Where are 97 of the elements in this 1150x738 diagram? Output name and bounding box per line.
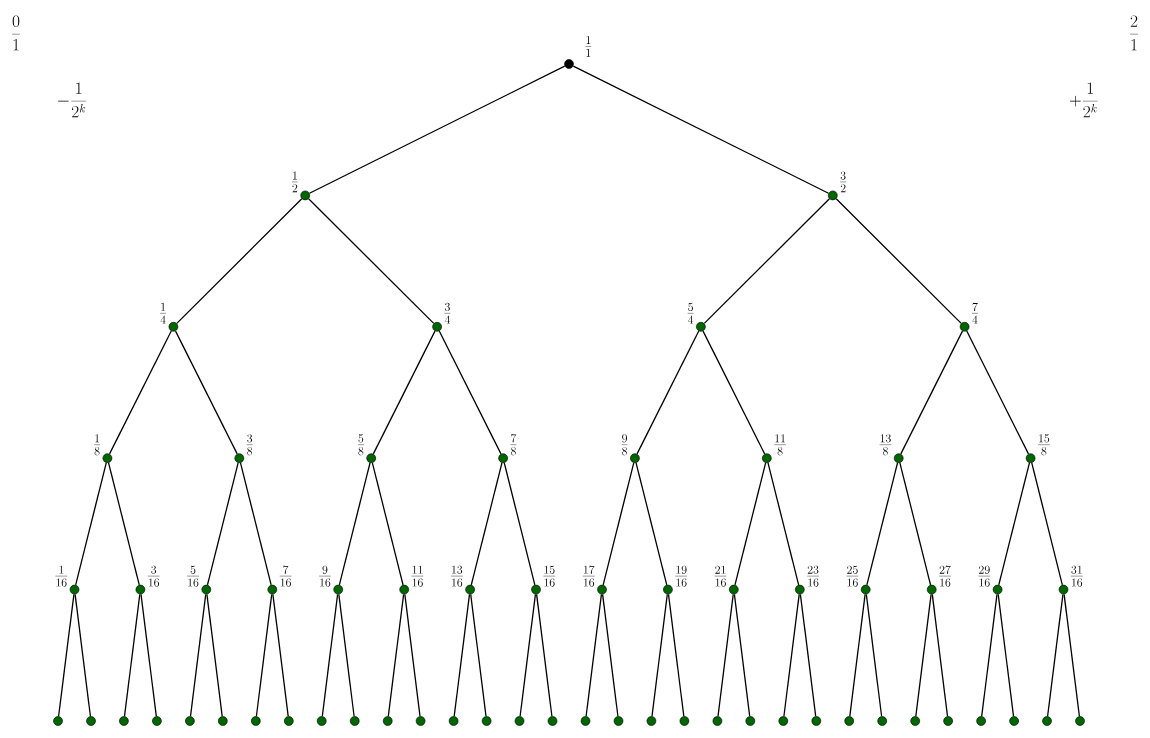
tree-edge <box>75 462 107 586</box>
fraction-label: $\frac{11}{8}$ <box>774 434 786 456</box>
tree-edge <box>1063 593 1081 717</box>
tree-edge <box>849 593 866 717</box>
tree-edge <box>702 330 766 455</box>
corner-fraction: $\frac{0}{1}$ <box>12 15 20 51</box>
tree-edge <box>503 462 536 586</box>
tree-edge <box>572 65 830 194</box>
corner-fraction: $-\frac{1}{2^k}$ <box>58 82 87 118</box>
fraction-label: $\frac{25}{16}$ <box>846 565 859 587</box>
tree-edge <box>636 330 700 455</box>
tree-edge <box>57 593 75 717</box>
tree-edge <box>931 593 949 717</box>
tree-edge <box>767 462 800 586</box>
fraction-label: $\frac{3}{4}$ <box>444 302 451 324</box>
fraction-label: $\frac{1}{16}$ <box>55 565 68 587</box>
fraction-label: $\frac{15}{8}$ <box>1038 434 1050 456</box>
fraction-label: $\frac{1}{8}$ <box>94 434 100 456</box>
tree-edge <box>865 593 883 717</box>
tree-edge <box>966 330 1030 455</box>
fraction-label: $\frac{3}{8}$ <box>246 434 253 456</box>
fraction-label: $\frac{31}{16}$ <box>1070 565 1083 587</box>
tree-edge <box>915 593 932 717</box>
tree-edge <box>107 462 140 586</box>
tree-edge <box>799 593 817 717</box>
fraction-label: $\frac{11}{16}$ <box>411 565 424 587</box>
tree-edge <box>174 330 238 455</box>
tree-edge <box>1031 462 1063 586</box>
fraction-label: $\frac{13}{16}$ <box>450 565 463 587</box>
tree-edge <box>635 462 668 586</box>
tree-edge <box>866 462 899 586</box>
fraction-label: $\frac{17}{16}$ <box>582 565 595 587</box>
tree-edge <box>438 330 502 455</box>
tree-edge <box>997 593 1015 717</box>
tree-edge <box>900 330 964 455</box>
tree-edge <box>123 593 141 717</box>
tree-edge <box>783 593 800 717</box>
fraction-label: $\frac{5}{8}$ <box>357 434 364 456</box>
fraction-label: $\frac{23}{16}$ <box>807 565 819 587</box>
corner-fraction: $+\frac{1}{2^k}$ <box>1069 82 1098 118</box>
tree-edge <box>1046 593 1064 717</box>
tree-edge <box>338 462 371 586</box>
tree-edge <box>404 593 421 717</box>
tree-edge <box>239 462 272 586</box>
tree-edge <box>602 462 635 586</box>
tree-edge <box>470 593 487 717</box>
fraction-label: $\frac{7}{8}$ <box>510 434 517 456</box>
tree-edge <box>176 198 303 325</box>
tree-edge <box>717 593 734 717</box>
tree-edge <box>206 462 239 586</box>
tree-edge <box>272 593 289 717</box>
tree-edge <box>255 593 273 717</box>
tree-edge <box>667 593 685 717</box>
tree-edge <box>470 462 503 586</box>
tree-edge <box>519 593 537 717</box>
fraction-label: $\frac{13}{8}$ <box>879 434 892 456</box>
fraction-label: $\frac{29}{16}$ <box>978 565 991 587</box>
tree-edge <box>981 593 998 717</box>
fraction-label: $\frac{1}{4}$ <box>160 302 166 324</box>
tree-edge <box>387 593 405 717</box>
fraction-label: $\frac{7}{16}$ <box>279 565 292 587</box>
corner-fraction: $\frac{2}{1}$ <box>1130 15 1138 51</box>
tree-edge <box>372 330 436 455</box>
tree-edge <box>140 593 157 717</box>
tree-edge <box>371 462 404 586</box>
tree-edge <box>585 593 603 717</box>
tree-edge <box>703 198 831 325</box>
fraction-label: $\frac{27}{16}$ <box>939 565 951 587</box>
tree-edge <box>733 593 751 717</box>
fraction-label: $\frac{19}{16}$ <box>675 565 688 587</box>
tree-edge <box>321 593 339 717</box>
tree-edge <box>189 593 207 717</box>
fraction-label: $\frac{1}{1}$ <box>585 36 592 57</box>
fraction-label: $\frac{3}{2}$ <box>840 171 847 193</box>
fraction-label: $\frac{1}{2}$ <box>291 171 298 193</box>
tree-edge <box>734 462 767 586</box>
fraction-label: $\frac{5}{4}$ <box>687 302 694 324</box>
fraction-label: $\frac{9}{8}$ <box>621 434 628 456</box>
tree-edge <box>601 593 619 717</box>
fraction-label: $\frac{21}{16}$ <box>714 565 727 587</box>
tree-edge <box>108 330 172 455</box>
tree-edge <box>535 593 553 717</box>
tree-edge <box>651 593 668 717</box>
tree-edge <box>74 593 92 717</box>
tree-edge <box>899 462 932 586</box>
tree-edge <box>206 593 223 717</box>
fraction-label: $\frac{15}{16}$ <box>543 565 556 587</box>
tree-edge <box>338 593 355 717</box>
tree-edge <box>307 198 435 325</box>
fraction-label: $\frac{3}{16}$ <box>147 565 160 587</box>
fraction-label: $\frac{7}{4}$ <box>972 302 978 324</box>
tree-edge <box>453 593 471 717</box>
fraction-label: $\frac{5}{16}$ <box>187 565 199 587</box>
tree-edge <box>308 65 566 194</box>
tree-edge <box>998 462 1031 586</box>
fraction-label: $\frac{9}{16}$ <box>319 565 331 587</box>
tree-edge <box>835 198 962 325</box>
